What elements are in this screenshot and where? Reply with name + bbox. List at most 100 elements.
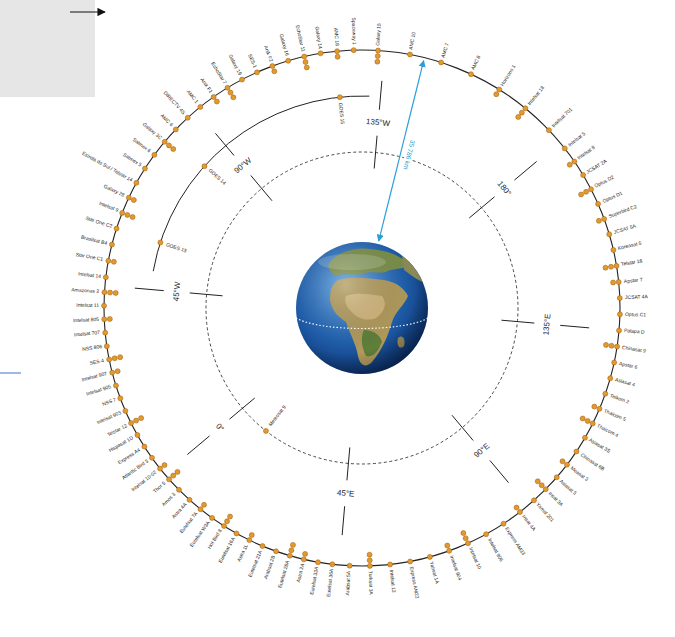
satellite-dot xyxy=(465,541,470,546)
weather-satellite-label: GOES 14 xyxy=(207,168,228,188)
satellite-label: Eutelsat 28A xyxy=(277,560,291,590)
longitude-label: 135°E xyxy=(542,313,553,336)
orbit-lines xyxy=(102,48,623,569)
satellite-dot xyxy=(351,48,356,53)
satellite-dot xyxy=(596,218,601,223)
longitude-tick xyxy=(187,436,209,455)
satellite-dot xyxy=(287,553,292,558)
longitude-tick xyxy=(501,320,534,323)
satellite-dot xyxy=(582,435,587,440)
satellite-dot xyxy=(580,416,585,421)
satellite-label: Thaicom 4 xyxy=(596,423,621,439)
satellite-label: Asiasat 5 xyxy=(559,478,579,497)
satellite-dot xyxy=(120,210,125,215)
satellite-label: JCSAT 5A xyxy=(613,223,638,235)
longitude-label: 135°W xyxy=(366,117,391,128)
satellite-label: Optus D2 xyxy=(594,174,617,190)
satellite-label: Intelsat 14 xyxy=(76,271,101,280)
satellite-dot xyxy=(607,232,612,237)
satellite-dot xyxy=(176,487,181,492)
satellite-label: Astra 1L xyxy=(236,543,250,563)
longitude-label: 45°E xyxy=(337,488,355,498)
satellite-dot xyxy=(484,532,489,537)
satellite-dot xyxy=(611,280,616,285)
satellite-dot xyxy=(107,357,112,362)
satellite-dot xyxy=(290,542,295,547)
satellite-dot xyxy=(604,342,609,347)
satellite-dot xyxy=(130,215,135,220)
satellite-label: Star One C1 xyxy=(74,252,104,263)
satellite-label: SES-4 xyxy=(88,358,105,367)
satellite-dot xyxy=(304,65,309,70)
satellite-label: JCSAT 4A xyxy=(625,294,649,301)
satellite-dot xyxy=(228,90,233,95)
satellite-label: Express AM22 xyxy=(408,566,420,600)
satellite-dot xyxy=(187,497,192,502)
satellite-dot xyxy=(173,127,178,132)
satellite-dot xyxy=(376,48,381,53)
satellite-label: Telstar 18 xyxy=(621,259,645,268)
satellite-dot xyxy=(125,212,130,217)
satellite-dot xyxy=(139,416,144,421)
satellite-label: Eutelsat 36A xyxy=(326,569,335,599)
satellite-dot xyxy=(564,462,569,467)
satellite-dot xyxy=(408,559,413,564)
satellite-label: Palapa D xyxy=(624,328,646,335)
satellite-dot xyxy=(231,95,236,100)
distance-arrow xyxy=(379,61,424,241)
satellite-label: Intelsat 10 xyxy=(467,547,482,572)
satellite-dot xyxy=(198,104,203,109)
satellite-label: NSS 806 xyxy=(80,344,103,353)
satellite-label: Koreasat 5 xyxy=(618,240,645,251)
satellite-dot xyxy=(289,548,294,553)
satellite-dot xyxy=(337,95,342,100)
satellite-dot xyxy=(123,408,128,413)
satellite-dot xyxy=(185,115,190,120)
satellite-dot xyxy=(585,419,590,424)
satellite-label: Intelsat 11 xyxy=(75,303,99,309)
pointer-arrow xyxy=(70,11,105,12)
satellite-label: Anik F2 xyxy=(262,44,273,63)
satellite-dot xyxy=(134,418,139,423)
satellite-label: Telkom 2 xyxy=(609,393,632,406)
longitude-label: 180° xyxy=(496,179,514,197)
satellite-label: AMC 8 xyxy=(471,53,483,71)
weather-satellite-label: GOES 15 xyxy=(338,103,346,126)
satellite-dot xyxy=(228,514,233,519)
distance-label: 35 786 km xyxy=(402,138,417,171)
longitude-tick xyxy=(251,175,272,200)
satellite-label: Satmex 5 xyxy=(120,151,142,168)
longitude-label: 45°W xyxy=(171,282,182,302)
satellite-label: Amos 3 xyxy=(161,491,178,508)
satellite-label: Intelsat 805 xyxy=(72,317,99,324)
weather-satellite-label: Meteosat 9 xyxy=(267,404,287,428)
longitude-tick xyxy=(452,415,473,440)
satellite-label: Apstar 6 xyxy=(618,361,639,371)
satellite-dot xyxy=(202,502,207,507)
satellite-dot xyxy=(142,166,147,171)
satellite-label: Star One C2 xyxy=(83,215,112,229)
satellite-dot xyxy=(543,487,548,492)
satellite-label: Galaxy 3C xyxy=(140,120,163,140)
satellite-dot xyxy=(546,128,551,133)
satellite-dot xyxy=(115,369,120,374)
satellite-dot xyxy=(225,85,230,90)
satellite-dot xyxy=(222,524,227,529)
satellite-dot xyxy=(113,290,118,295)
satellite-label: Amazonas 2 xyxy=(70,287,99,294)
longitude-label: 0° xyxy=(214,422,226,434)
longitude-tick xyxy=(347,447,350,480)
satellite-label: JCSAT 2A xyxy=(586,158,609,175)
satellite-label: Chinasat 9 xyxy=(622,345,648,354)
satellite-dot xyxy=(102,290,107,295)
satellite-dot xyxy=(596,201,601,206)
satellite-dot xyxy=(286,58,291,63)
satellite-dot xyxy=(535,479,540,484)
satellite-dot xyxy=(249,533,254,538)
satellite-dot xyxy=(211,94,216,99)
satellite-label: Insat 4A xyxy=(521,514,538,533)
satellite-label: Spaceway 1 xyxy=(350,16,357,45)
satellite-dot xyxy=(175,469,180,474)
